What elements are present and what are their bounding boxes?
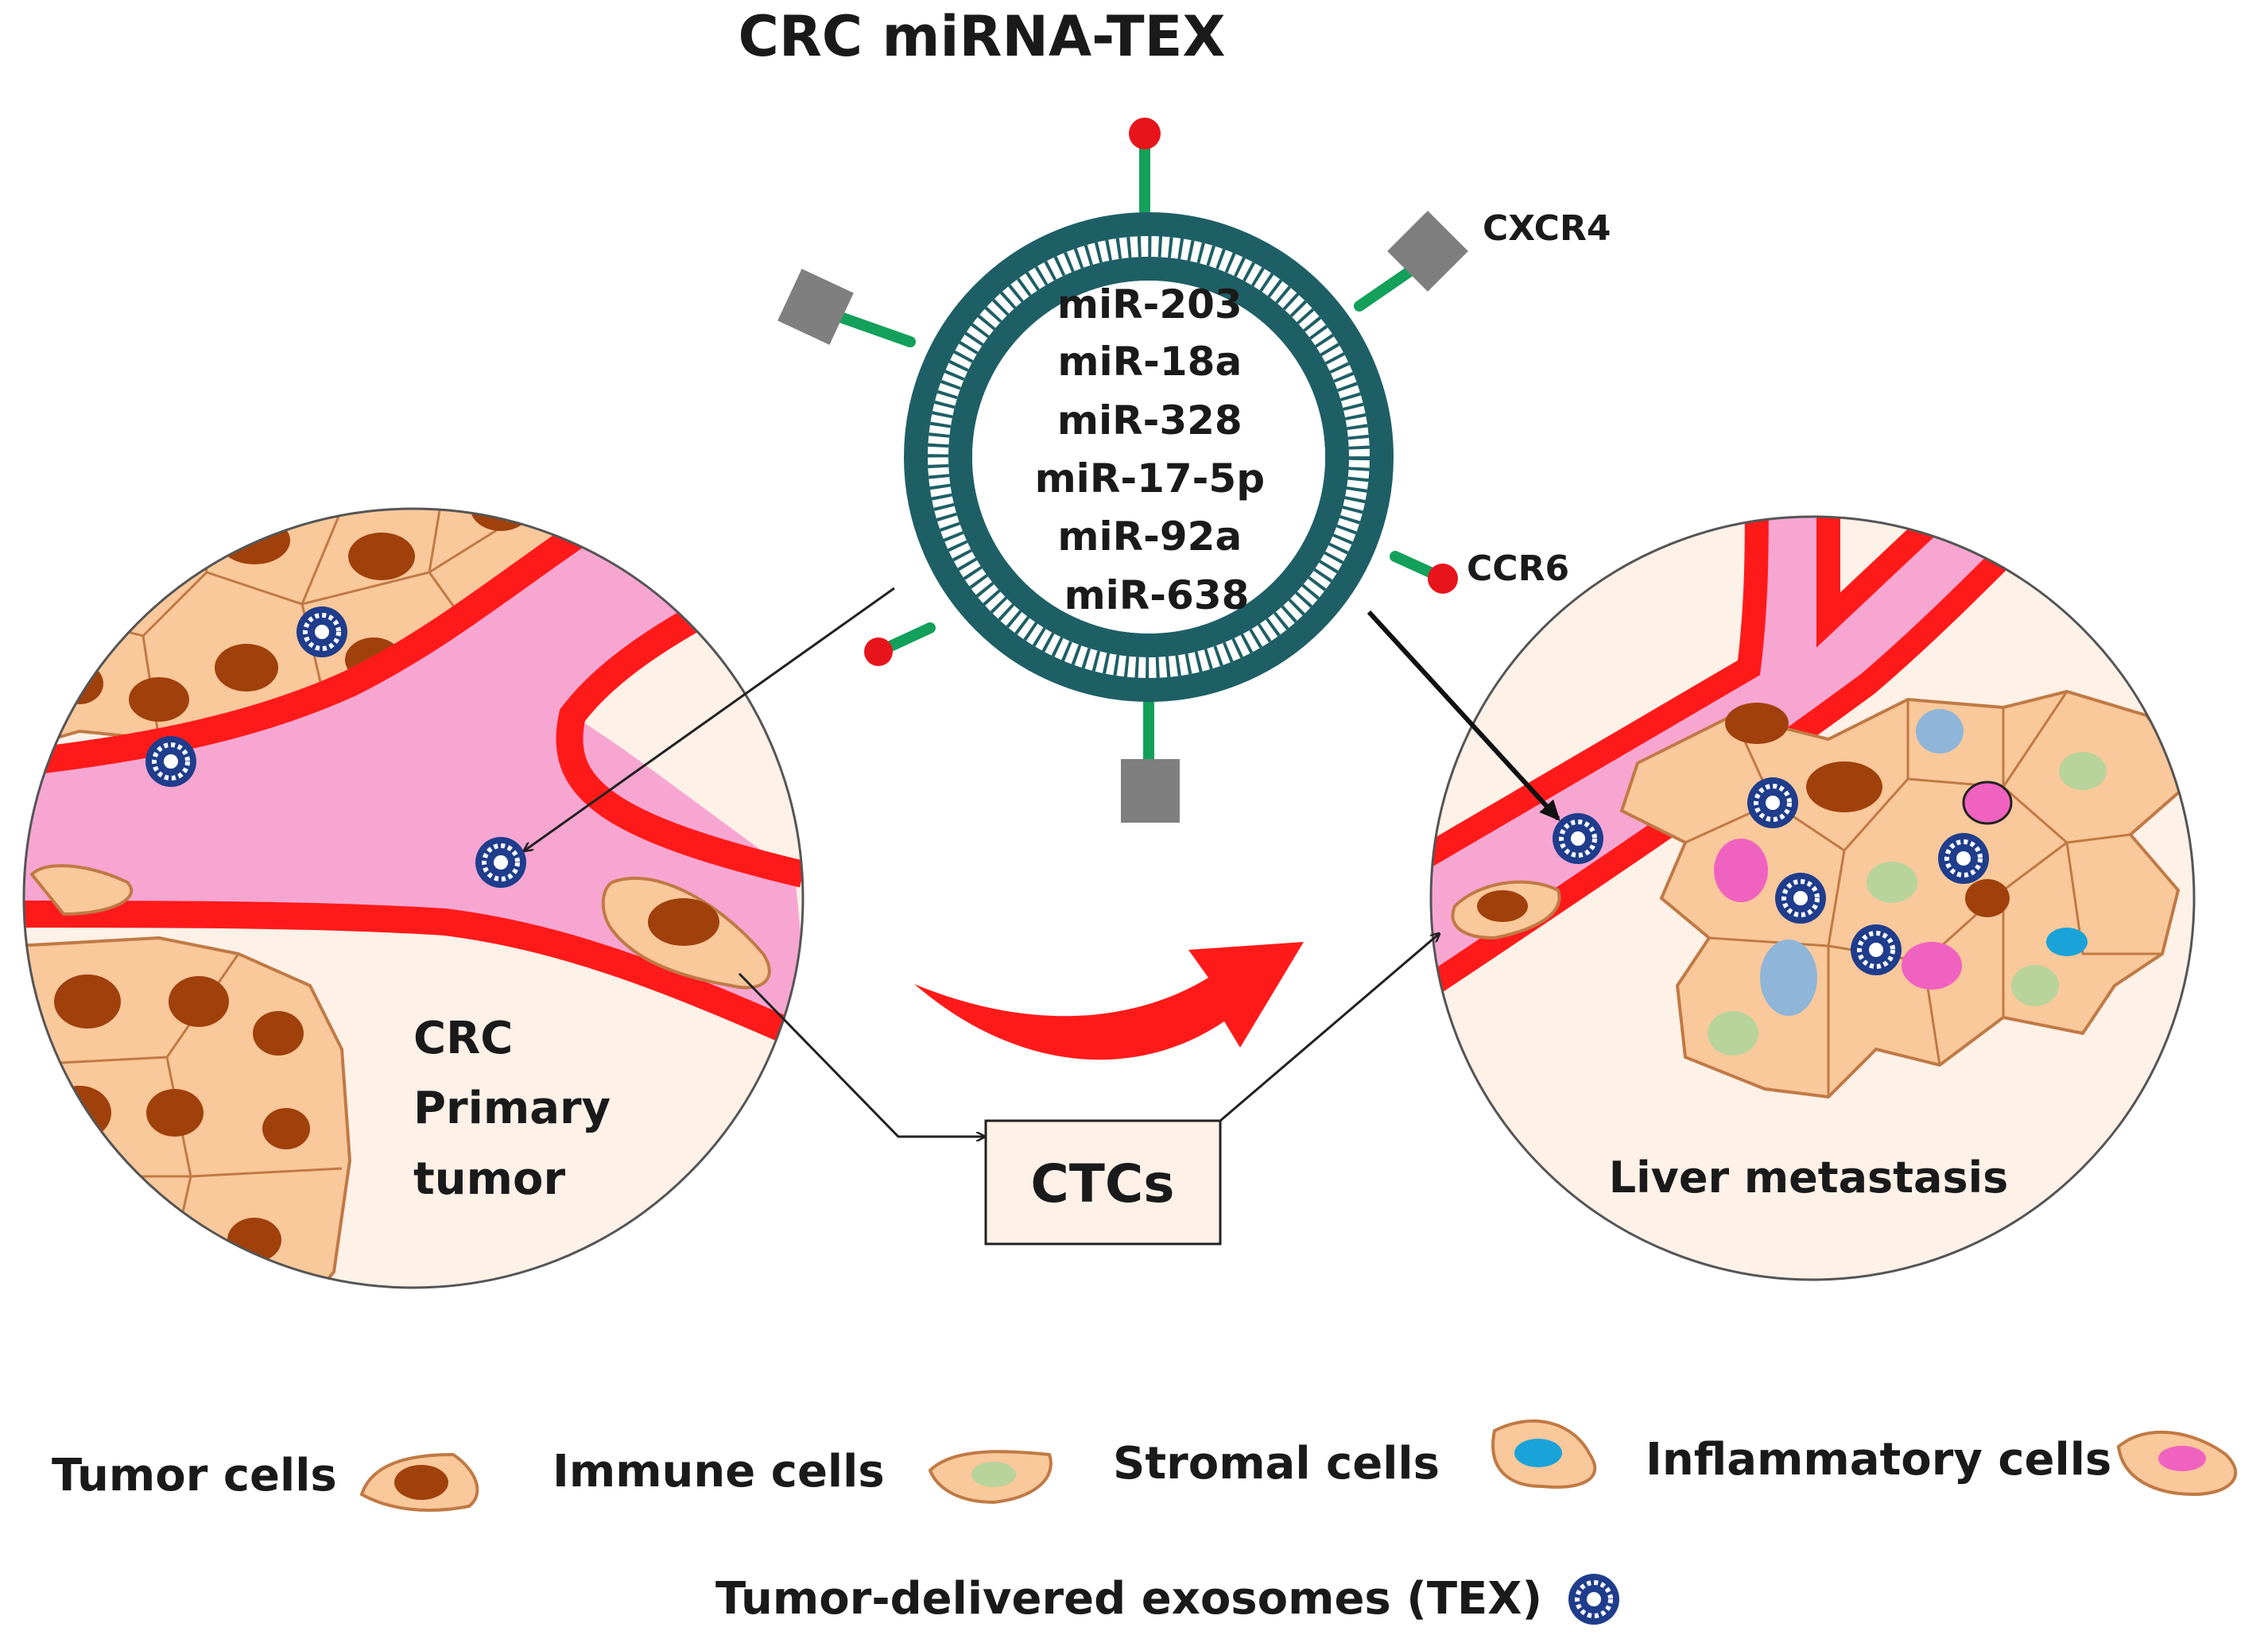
legend-stromal-label: Stromal cells [1113, 1438, 1440, 1490]
liver-metastasis-panel: Liver metastasis [1429, 515, 2196, 1281]
ctcs-label: CTCs [1030, 1153, 1174, 1215]
metastasis-progression-arrow [914, 942, 1304, 1060]
tex-icon [145, 736, 196, 787]
ctcs-box: CTCs [984, 1119, 1222, 1246]
cxcr4-receptor [1387, 211, 1468, 292]
primary-ctc-cell [601, 876, 771, 990]
legend-tex-icon [1568, 1574, 1619, 1625]
arrow-ctcs-to-liver [1219, 934, 1439, 1122]
tex-icon [1938, 833, 1989, 884]
legend: Tumor cells Immune cells Stromal cells I… [52, 1419, 2238, 1625]
arrow-primary-to-ctcs [738, 972, 984, 1137]
liver-ctc-cell [1451, 880, 1561, 940]
liver-metastasis-label: Liver metastasis [1609, 1153, 2009, 1203]
ccr6-label: CCR6 [1467, 548, 1569, 589]
diagram-title: CRC miRNA-TEX [739, 4, 1226, 69]
receptor-square [777, 269, 854, 345]
legend-stromal-cell-icon [1491, 1419, 1597, 1489]
arrow-exosome-to-primary [525, 587, 895, 850]
receptor-ball [1129, 118, 1161, 149]
legend-immune-label: Immune cells [552, 1446, 885, 1497]
tex-icon [475, 837, 526, 888]
receptor-ball [864, 637, 893, 666]
legend-inflammatory-label: Inflammatory cells [1646, 1434, 2111, 1486]
exosome-diagram: miR-203 miR-18a miR-328 miR-17-5p miR-92… [777, 118, 1611, 823]
tex-icon [1851, 924, 1902, 975]
legend-immune-cell-icon [928, 1450, 1053, 1505]
receptor-square [1121, 759, 1180, 823]
mirna-list: miR-203 miR-18a miR-328 miR-17-5p miR-92… [1035, 281, 1279, 618]
legend-inflammatory-cell-icon [2116, 1430, 2238, 1497]
legend-tex-label: Tumor-delivered exosomes (TEX) [715, 1573, 1542, 1625]
legend-tumor-cell-icon [359, 1452, 479, 1512]
primary-tumor-panel: CRC Primary tumor [22, 507, 804, 1289]
tex-icon [1775, 873, 1826, 924]
legend-tumor-label: Tumor cells [52, 1450, 337, 1501]
ccr6-receptor [1428, 564, 1458, 594]
primary-tumor-label: CRC Primary tumor [413, 1013, 626, 1205]
tex-icon [1747, 777, 1798, 828]
arrow-exosome-to-liver [1367, 610, 1560, 821]
tex-icon [1553, 813, 1603, 864]
tex-icon [297, 606, 347, 657]
cxcr4-label: CXCR4 [1483, 208, 1611, 249]
